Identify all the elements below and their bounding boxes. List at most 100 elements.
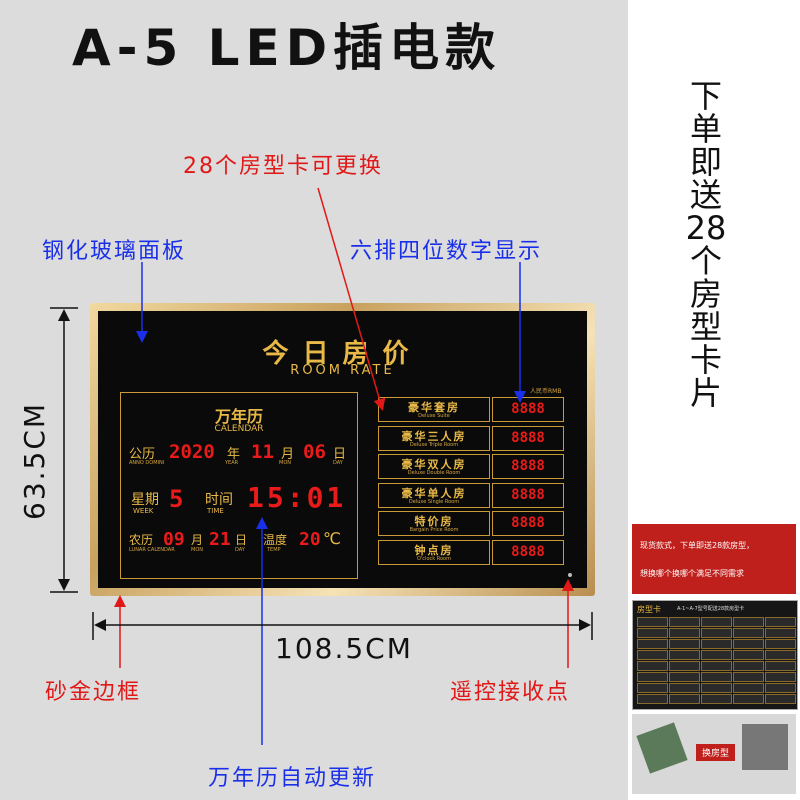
callout-gold-frame: 砂金边框 xyxy=(45,680,142,705)
temp-unit: ℃ xyxy=(323,529,341,548)
temp-label-en: TEMP xyxy=(267,547,281,553)
day-unit: 日 xyxy=(333,447,347,462)
promo-photo-tool xyxy=(742,724,788,770)
room-name-en: O'clock Room xyxy=(417,555,451,562)
promo-swap-badge: 换房型 xyxy=(696,744,736,761)
promo-card-cell xyxy=(733,661,764,671)
lunar-month-unit: 月 xyxy=(191,533,204,547)
calendar-box: 万年历 CALENDAR 公历 ANNO DOMINI 2020 年 YEAR … xyxy=(120,392,358,579)
gongli-label: 公历 xyxy=(129,447,156,462)
room-name-en: Deluxe Suite xyxy=(418,413,450,419)
promo-card-cell xyxy=(701,617,732,627)
promo-card-cell xyxy=(701,639,732,649)
lunar-day-value: 21 xyxy=(209,529,231,550)
promo-photo: 换房型 xyxy=(632,714,796,794)
promo-card-cell xyxy=(637,683,668,693)
promo-card-subtitle: A-1~A-7型号配送28款房型卡 xyxy=(677,606,745,612)
week-label: 星期 xyxy=(131,492,159,508)
promo-card-cell xyxy=(669,628,700,638)
room-price-value: 8888 xyxy=(511,515,545,531)
promo-card-cell xyxy=(701,694,732,704)
promo-card-cell xyxy=(701,672,732,682)
side-promo-panel: 现货款式，下单即送28款房型， 想换哪个换哪个满足不同需求 房型卡 A-1~A-… xyxy=(628,524,800,800)
promo-card-cell xyxy=(701,650,732,660)
callout-remote-receiver: 遥控接收点 xyxy=(450,680,571,705)
promo-card-cell xyxy=(669,683,700,693)
year-unit-en: YEAR xyxy=(225,460,239,466)
currency-label: 人民币RMB xyxy=(530,388,562,395)
room-price-value: 8888 xyxy=(511,543,545,560)
promo-card-cell xyxy=(733,628,764,638)
week-label-en: WEEK xyxy=(133,507,154,515)
month-unit-en: MON xyxy=(279,460,291,466)
promo-card-cell xyxy=(733,639,764,649)
month-value: 11 xyxy=(251,441,274,463)
week-value: 5 xyxy=(169,485,184,513)
callout-tempered-glass: 钢化玻璃面板 xyxy=(42,239,187,264)
room-price-cell: 8888 xyxy=(492,511,564,536)
promo-card-cell xyxy=(669,694,700,704)
temp-label: 温度 xyxy=(263,533,288,547)
room-name: 豪华套房 xyxy=(408,401,460,414)
promo-card-cell xyxy=(701,661,732,671)
lunar-day-unit-en: DAY xyxy=(235,547,245,553)
year-value: 2020 xyxy=(169,441,215,463)
promo-card-cell xyxy=(765,639,796,649)
callout-room-cards: 28个房型卡可更换 xyxy=(183,154,383,179)
room-name: 豪华三人房 xyxy=(401,429,467,443)
promo-card-cell xyxy=(669,650,700,660)
room-price-cell: 8888 xyxy=(492,397,564,422)
time-value: 15:01 xyxy=(247,481,347,514)
promo-card-cell xyxy=(765,617,796,627)
promo-line-2: 想换哪个换哪个满足不同需求 xyxy=(640,569,744,578)
lunar-day-unit: 日 xyxy=(235,533,248,547)
room-price-cell: 8888 xyxy=(492,425,564,451)
room-price-value: 8888 xyxy=(511,429,545,446)
promo-card-cell xyxy=(637,628,668,638)
month-unit: 月 xyxy=(281,447,295,462)
promo-card-cell xyxy=(669,617,700,627)
board-subtitle: ROOM RATE xyxy=(290,363,395,378)
promo-card-cell xyxy=(701,628,732,638)
promo-card-cell xyxy=(733,694,764,704)
promo-card-cell xyxy=(669,639,700,649)
promo-card-cell xyxy=(733,683,764,693)
callout-calendar-auto-update: 万年历自动更新 xyxy=(208,766,377,791)
promo-card-cell xyxy=(765,672,796,682)
led-price-board: 今日房价 ROOM RATE 万年历 CALENDAR 公历 ANNO DOMI… xyxy=(90,303,595,596)
vertical-promo-text: 下单即送28个房型卡片 xyxy=(685,77,727,412)
promo-card-cell xyxy=(733,650,764,660)
calendar-title-en: CALENDAR xyxy=(214,424,264,434)
room-name: 钟点房 xyxy=(414,543,454,557)
room-name: 特价房 xyxy=(414,515,454,528)
gongli-label-en: ANNO DOMINI xyxy=(129,460,165,466)
remote-receiver-dot xyxy=(568,573,572,577)
room-name-en: Deluxe Double Room xyxy=(407,470,461,476)
time-label: 时间 xyxy=(205,492,233,508)
promo-card-cell xyxy=(637,617,668,627)
room-price-cell: 8888 xyxy=(492,482,564,508)
lunar-label: 农历 xyxy=(129,533,154,547)
room-price-cell: 8888 xyxy=(492,454,564,479)
room-price-value: 8888 xyxy=(511,401,545,417)
room-name-en: Deluxe Triple Room xyxy=(409,441,459,448)
time-label-en: TIME xyxy=(207,507,224,515)
promo-line-1: 现货款式，下单即送28款房型， xyxy=(640,541,755,550)
room-name: 豪华单人房 xyxy=(401,486,467,500)
room-price-value: 8888 xyxy=(511,486,545,503)
width-dimension-label: 108.5CM xyxy=(275,632,413,665)
board-glass-panel: 今日房价 ROOM RATE 万年历 CALENDAR 公历 ANNO DOMI… xyxy=(98,311,587,588)
promo-card-cell xyxy=(765,683,796,693)
promo-card-cell xyxy=(765,650,796,660)
promo-photo-card xyxy=(636,722,688,774)
promo-card-cell xyxy=(637,639,668,649)
promo-card-cell xyxy=(701,683,732,693)
promo-card-cell xyxy=(637,650,668,660)
promo-card-cell xyxy=(637,661,668,671)
board-title: 今日房价 xyxy=(262,339,423,369)
